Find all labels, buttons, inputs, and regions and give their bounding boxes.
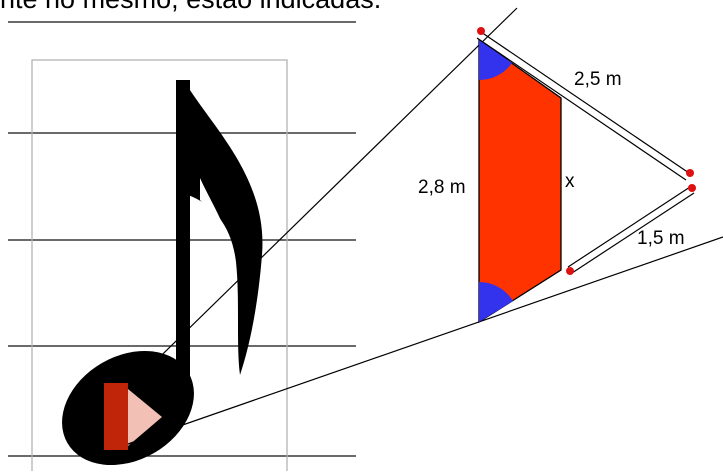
label-top-side: 2,5 m [574,69,622,90]
top-rod [476,31,690,181]
projection-line [127,7,518,389]
play-icon-arrow [128,389,162,446]
header-text: nte no mesmo, estão indicadas. [0,0,381,15]
play-icon-bar [104,383,128,450]
vertex-point [686,169,694,177]
projection-line [127,236,723,445]
bottom-rod [567,186,695,274]
label-bottom-side: 1,5 m [637,228,685,249]
vertex-point [477,27,485,35]
trapezoid-shape [478,38,562,324]
angle-mark-bottom [479,282,513,322]
note-frame [31,59,288,476]
play-icon[interactable] [104,383,162,450]
vertex-point [688,184,696,192]
label-unknown-x: x [565,171,575,192]
label-left-side: 2,8 m [418,177,466,198]
vertex-point [566,267,574,275]
angle-mark-top [479,40,512,81]
